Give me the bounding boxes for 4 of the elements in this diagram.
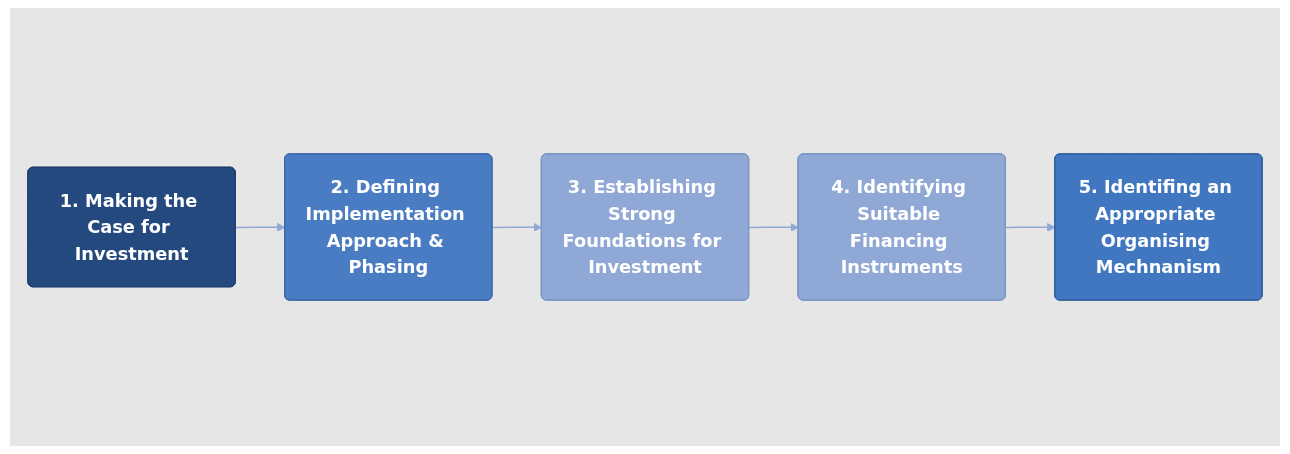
arrow (491, 223, 543, 232)
arrow (235, 223, 286, 232)
arrow (748, 223, 799, 232)
arrow (1005, 223, 1056, 232)
